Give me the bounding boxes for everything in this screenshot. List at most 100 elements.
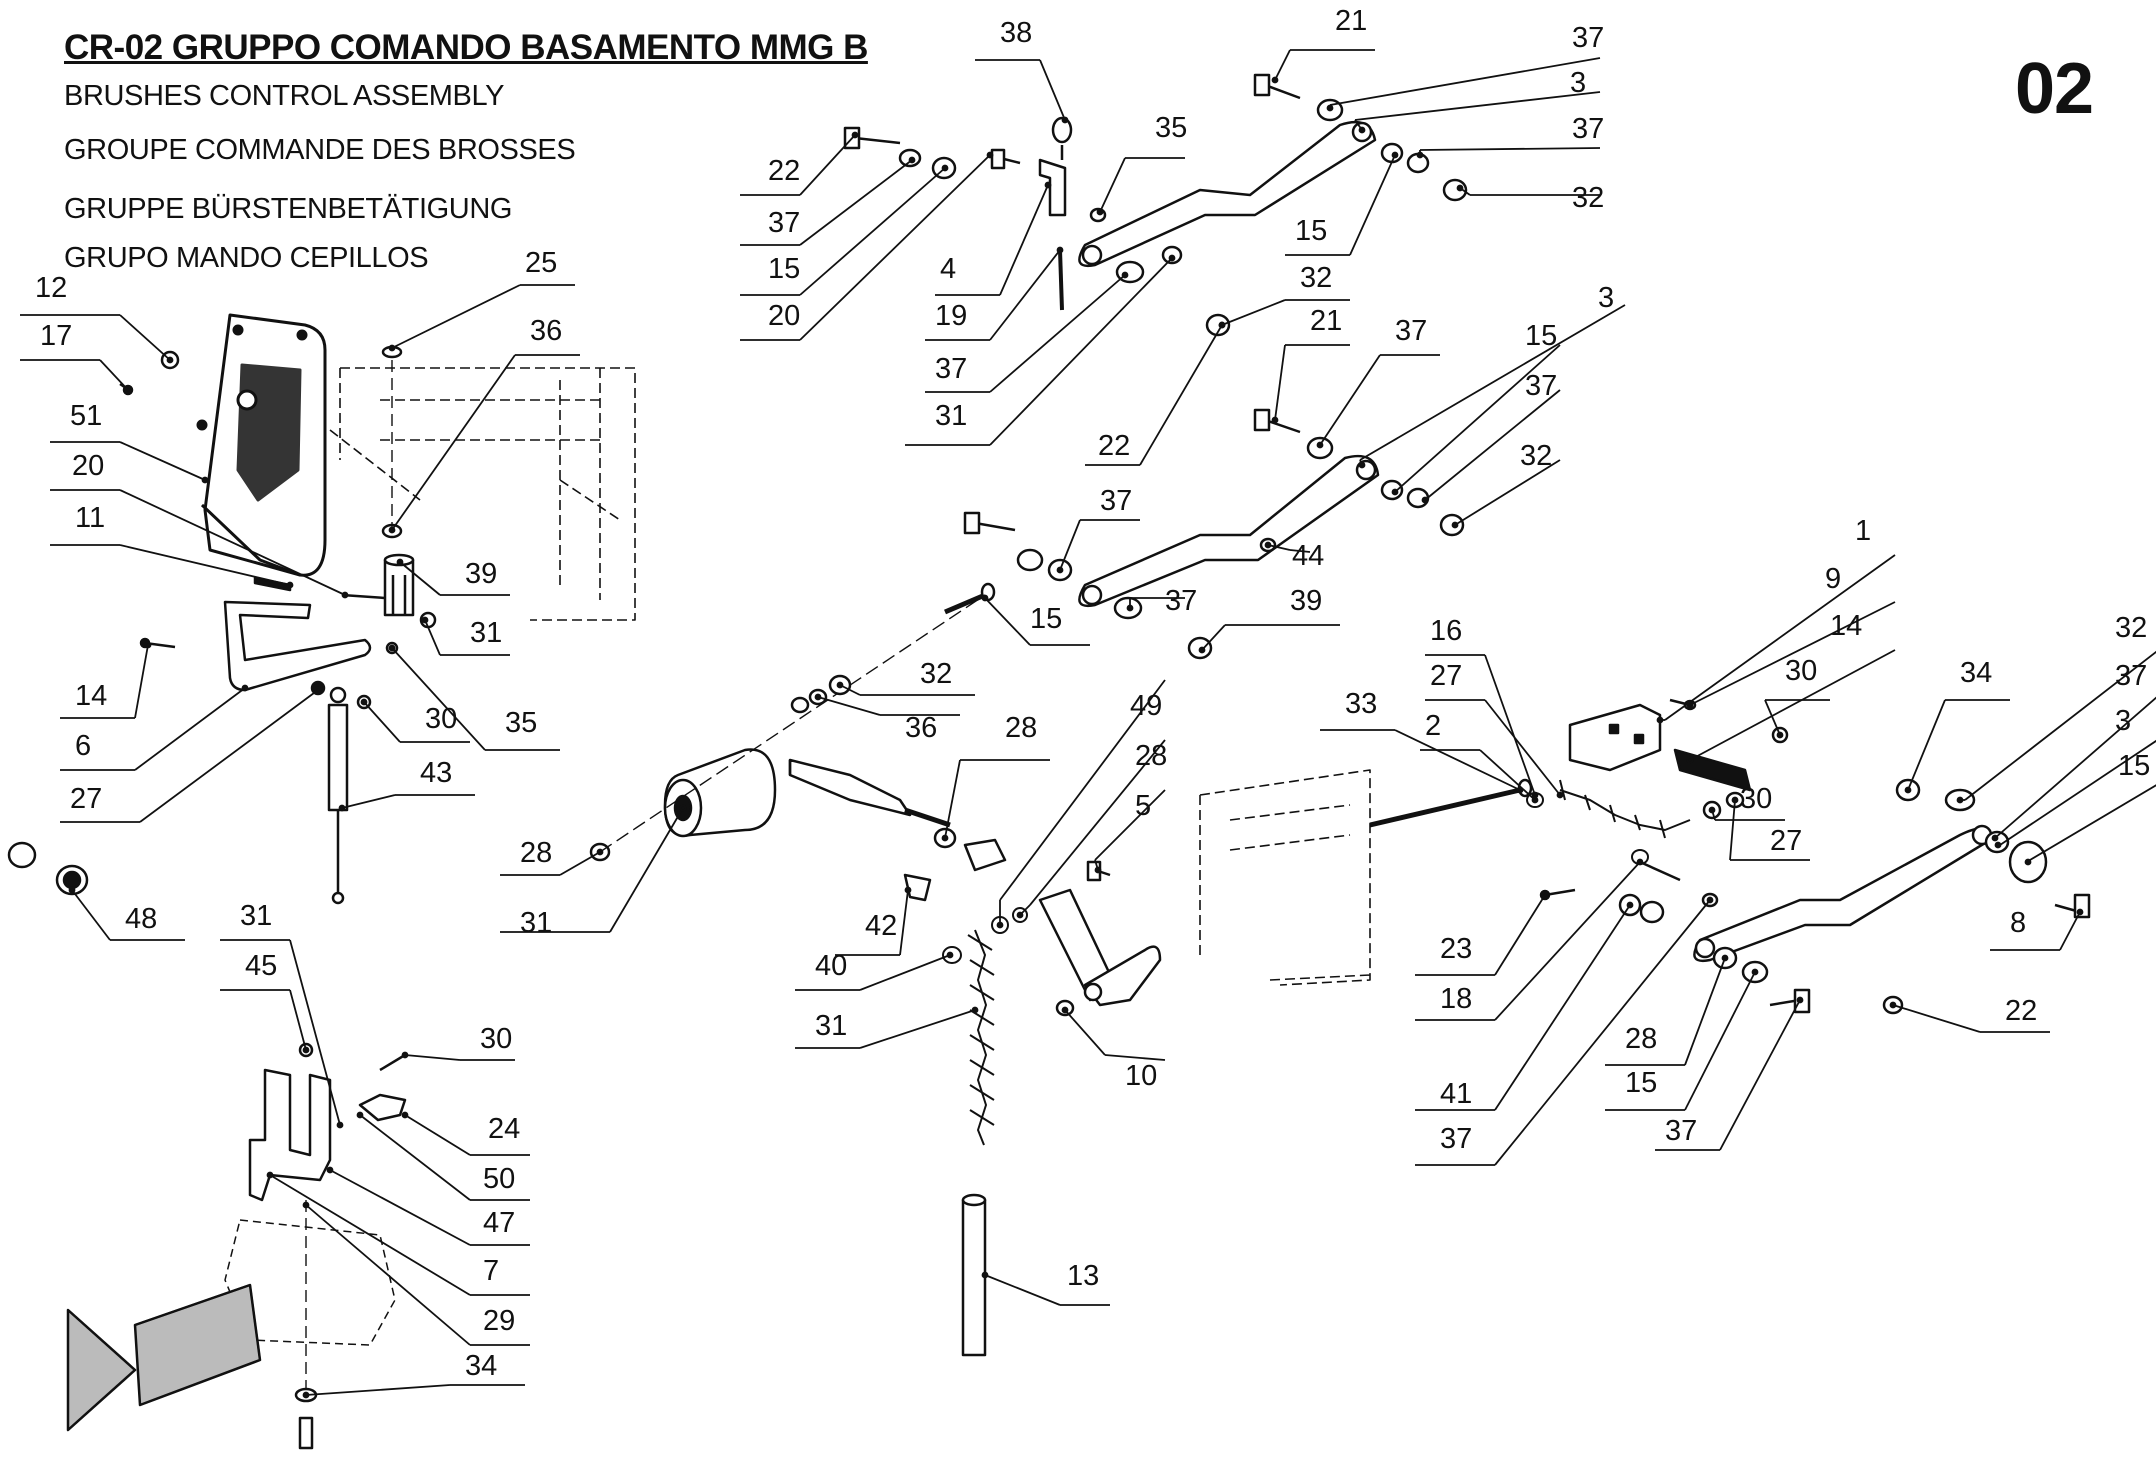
callout-number: 37 — [1100, 485, 1132, 517]
callout-34: 34 — [302, 1350, 525, 1399]
leader-arrowhead — [1706, 896, 1714, 904]
leader-arrowhead — [302, 1046, 310, 1054]
leader-line — [424, 619, 441, 656]
callout-44: 44 — [1264, 540, 1324, 572]
leader-line — [989, 274, 1126, 393]
callout-37: 37 — [1326, 22, 1604, 112]
callout-number: 25 — [525, 247, 557, 279]
callout-number: 14 — [75, 680, 107, 712]
leader-arrowhead — [1316, 441, 1324, 449]
callout-number: 31 — [815, 1010, 847, 1042]
leader-line — [1201, 624, 1226, 651]
callout-22: 22 — [1889, 995, 2050, 1033]
callout-number: 48 — [125, 903, 157, 935]
callout-number: 7 — [483, 1255, 499, 1287]
callout-32: 32 — [836, 658, 975, 696]
callout-number: 37 — [1572, 22, 1604, 54]
callout-number: 15 — [768, 253, 800, 285]
leader-arrowhead — [1456, 184, 1464, 192]
leader-line — [859, 954, 951, 991]
callout-5: 5 — [1094, 789, 1166, 874]
leader-line — [1764, 699, 1781, 736]
leader-arrowhead — [908, 156, 916, 164]
leader-arrowhead — [1044, 181, 1052, 189]
leader-line — [341, 794, 396, 809]
callout-36: 36 — [388, 315, 580, 534]
callout-number: 37 — [1525, 370, 1557, 402]
leader-line — [1274, 49, 1291, 81]
upper-bolts — [843, 73, 1468, 337]
callout-48: 48 — [68, 886, 185, 941]
callout-22: 22 — [1085, 321, 1226, 466]
leader-line — [1221, 299, 1286, 326]
callout-24: 24 — [401, 1111, 530, 1156]
linkage-arm-upper-3 — [1078, 120, 1377, 268]
lever-5 — [1038, 860, 1162, 1017]
callout-43: 43 — [338, 757, 475, 812]
leader-arrowhead — [144, 641, 152, 649]
leader-arrowhead — [971, 1006, 979, 1014]
leader-underline — [1664, 554, 1896, 721]
callout-35: 35 — [388, 644, 560, 751]
callout-33: 33 — [1320, 688, 1524, 794]
callout-number: 22 — [2005, 995, 2037, 1027]
leader-arrowhead — [1889, 1001, 1897, 1009]
leader-line — [1484, 654, 1536, 796]
leader-arrowhead — [1416, 151, 1424, 159]
leader-line — [119, 314, 171, 361]
callout-2: 2 — [1420, 710, 1539, 804]
diagram-title: CR-02 GRUPPO COMANDO BASAMENTO MMG B — [64, 28, 868, 67]
leader-line — [1719, 999, 1801, 1151]
leader-arrowhead — [1168, 254, 1176, 262]
leader-arrowhead — [401, 1111, 409, 1119]
callout-number: 27 — [1770, 825, 1802, 857]
leader-arrowhead — [1751, 968, 1759, 976]
leader-arrowhead — [814, 693, 822, 701]
leader-line — [1059, 519, 1081, 571]
leader-arrowhead — [1061, 1006, 1069, 1014]
leader-line — [134, 687, 246, 771]
callout-number: 22 — [1098, 430, 1130, 462]
leader-arrowhead — [336, 1121, 344, 1129]
callout-number: 23 — [1440, 933, 1472, 965]
leader-arrowhead — [1686, 701, 1694, 709]
callout-number: 12 — [35, 272, 67, 304]
callout-21: 21 — [1271, 5, 1375, 84]
leader-arrowhead — [341, 591, 349, 599]
callout-number: 35 — [505, 707, 537, 739]
leader-line — [1494, 861, 1641, 1021]
callout-19: 19 — [925, 246, 1064, 341]
callout-number: 31 — [470, 617, 502, 649]
leader-line — [404, 1114, 471, 1156]
title-german: GRUPPE BÜRSTENBETÄTIGUNG — [64, 193, 513, 225]
leader-line — [944, 759, 961, 839]
callout-number: 37 — [1165, 585, 1197, 617]
leader-line — [363, 701, 401, 743]
callout-34: 34 — [1904, 657, 2010, 794]
callout-11: 11 — [50, 502, 294, 589]
leader-arrowhead — [1056, 246, 1064, 254]
leader-arrowhead — [360, 698, 368, 706]
title-block: CR-02 GRUPPO COMANDO BASAMENTO MMG B BRU… — [64, 28, 868, 274]
leader-arrowhead — [1556, 791, 1564, 799]
leader-line — [1729, 799, 1736, 861]
title-french: GROUPE COMMANDE DES BROSSES — [64, 134, 576, 166]
leader-arrowhead — [1016, 911, 1024, 919]
callout-number: 17 — [40, 320, 72, 352]
callout-number: 38 — [1000, 17, 1032, 49]
leader-arrowhead — [388, 344, 396, 352]
callout-number: 20 — [72, 450, 104, 482]
callout-25: 25 — [388, 247, 575, 352]
callout-18: 18 — [1415, 858, 1644, 1021]
leader-arrowhead — [338, 804, 346, 812]
callout-31: 31 — [500, 804, 687, 939]
callout-30: 30 — [401, 1023, 515, 1061]
callout-number: 18 — [1440, 983, 1472, 1015]
leader-arrowhead — [596, 848, 604, 856]
callout-number: 15 — [1030, 603, 1062, 635]
leader-underline — [1454, 459, 1561, 526]
callout-28: 28 — [500, 837, 604, 876]
leader-underline — [1999, 739, 2156, 846]
callout-8: 8 — [1990, 907, 2084, 951]
